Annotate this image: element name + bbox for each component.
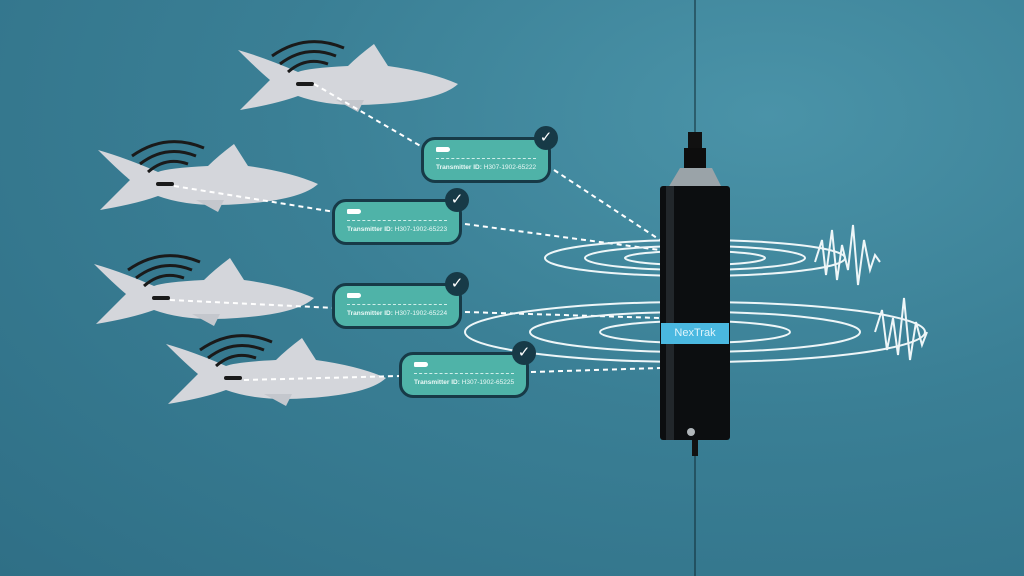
check-icon: ✓ bbox=[445, 272, 469, 296]
waveform-1 bbox=[814, 224, 881, 286]
transmitter-card-4: Transmitter ID: H307-1902-65225 ✓ bbox=[399, 341, 536, 398]
transmitter-label: Transmitter ID: bbox=[347, 226, 393, 233]
fish-icon bbox=[414, 362, 428, 367]
transmitter-label: Transmitter ID: bbox=[436, 164, 482, 171]
connection-lines bbox=[169, 83, 661, 381]
check-icon: ✓ bbox=[445, 188, 469, 212]
transmitter-id: H307-1902-65223 bbox=[394, 226, 448, 233]
transmitter-card-1: Transmitter ID: H307-1902-65222 ✓ bbox=[421, 126, 558, 183]
check-icon: ✓ bbox=[534, 126, 558, 150]
transmitter-label: Transmitter ID: bbox=[414, 379, 460, 386]
check-icon: ✓ bbox=[512, 341, 536, 365]
fish-4 bbox=[164, 334, 388, 408]
fish-icon bbox=[436, 147, 450, 152]
transmitter-id: H307-1902-65225 bbox=[461, 379, 515, 386]
receiver-brand-label: NexTrak bbox=[661, 323, 729, 344]
fish-1 bbox=[236, 40, 460, 114]
transmitter-label: Transmitter ID: bbox=[347, 310, 393, 317]
transmitter-id: H307-1902-65224 bbox=[394, 310, 448, 317]
transmitter-card-3: Transmitter ID: H307-1902-65224 ✓ bbox=[332, 272, 469, 329]
fish-icon bbox=[347, 209, 361, 214]
waveform-2 bbox=[874, 297, 928, 361]
fish-3 bbox=[92, 254, 316, 328]
receiver bbox=[660, 132, 730, 456]
fish-icon bbox=[347, 293, 361, 298]
fish-2 bbox=[96, 140, 320, 214]
transmitter-card-2: Transmitter ID: H307-1902-65223 ✓ bbox=[332, 188, 469, 245]
transmitter-id: H307-1902-65222 bbox=[483, 164, 537, 171]
